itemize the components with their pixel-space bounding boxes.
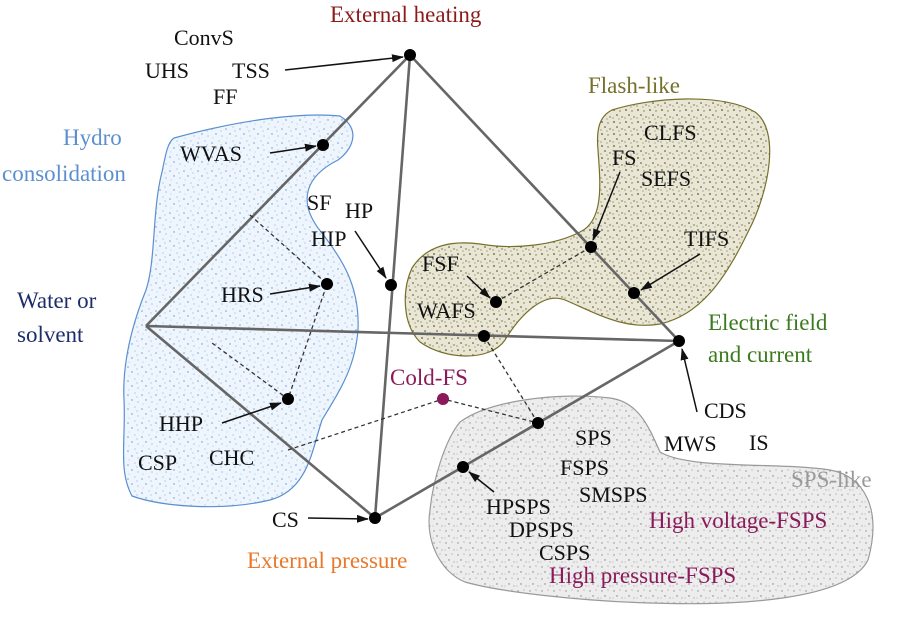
high-pressure-fsps-label: High pressure-FSPS: [549, 563, 736, 588]
external-heating-label: External heating: [330, 2, 482, 27]
sefs-label: SEFS: [641, 166, 691, 191]
fsf-arrow: [466, 275, 491, 299]
tifs-dot: [628, 287, 640, 299]
hhp-arrow: [221, 402, 282, 424]
flash-like-label: Flash-like: [588, 73, 680, 98]
csp-label: CSP: [138, 450, 177, 475]
hydro-consolidation-region: [122, 114, 359, 508]
water-solvent-label-line1: Water or: [17, 288, 97, 313]
chc-label: CHC: [209, 445, 254, 470]
cs-label: CS: [272, 507, 299, 532]
cs-arrow: [307, 514, 369, 523]
edge-water-electric: [145, 324, 680, 343]
is-label: IS: [749, 430, 769, 455]
fs-label: FS: [612, 145, 636, 170]
ff-label: FF: [213, 84, 237, 109]
water-solvent-label-line2: solvent: [17, 322, 84, 347]
csps-label: CSPS: [539, 540, 590, 565]
hrs-dot: [321, 278, 333, 290]
hrs-label: HRS: [221, 282, 264, 307]
fs-arrow: [592, 171, 621, 241]
wvas-label: WVAS: [180, 141, 242, 166]
mws-label: MWS: [664, 431, 717, 456]
sps-like-label: SPS-like: [791, 467, 872, 492]
wvas-dot: [317, 139, 329, 151]
electric-field-label-line1: Electric field: [708, 310, 828, 335]
electric-field-label-line2: and current: [708, 342, 813, 367]
wafs-label: WAFS: [417, 298, 476, 323]
smsps-label: SMSPS: [579, 482, 648, 507]
wvas-arrow: [269, 143, 317, 154]
electric-field-dot: [673, 335, 685, 347]
hip-dot: [385, 279, 397, 291]
wafs-dot: [478, 330, 490, 342]
convs-label: ConvS: [174, 25, 234, 50]
edge-pressure-electric: [374, 339, 680, 520]
dashed-fsf-fs: [495, 246, 592, 303]
hpsps-arrow: [468, 471, 495, 493]
hp-label: HP: [345, 198, 373, 223]
sf-label: SF: [307, 190, 331, 215]
external-pressure-dot: [369, 512, 381, 524]
hrs-arrow: [269, 283, 321, 295]
hpsps-label: HPSPS: [486, 494, 551, 519]
dpsps-label: DPSPS: [509, 517, 574, 542]
tifs-label: TIFS: [684, 226, 729, 251]
external-heating-dot: [404, 49, 416, 61]
cold-fs-dot: [437, 393, 449, 405]
clfs-label: CLFS: [644, 120, 697, 145]
tifs-arrow: [640, 253, 701, 291]
hhp-dot: [282, 393, 294, 405]
fs-dot: [585, 241, 597, 253]
hhp-label: HHP: [159, 411, 203, 436]
cds-arrow: [680, 348, 698, 413]
external-pressure-label: External pressure: [247, 548, 407, 573]
hip-label: HIP: [311, 226, 346, 251]
dashed-wafs-sps: [483, 335, 539, 424]
sps-like-region: [428, 395, 874, 605]
fsf-dot: [490, 296, 502, 308]
edge-water-pressure: [145, 325, 376, 519]
edge-water-heating: [145, 54, 411, 327]
cds-label: CDS: [704, 398, 747, 423]
fsps-label: FSPS: [560, 455, 609, 480]
cold-fs-label: Cold-FS: [390, 365, 468, 390]
tss-label: TSS: [232, 58, 270, 83]
dashed-hydro-path: [211, 214, 328, 401]
hpsps-dot: [457, 461, 469, 473]
high-voltage-fsps-label: High voltage-FSPS: [649, 508, 827, 533]
hip-arrow: [354, 230, 387, 279]
sps-label: SPS: [575, 425, 612, 450]
hydro-label-line2: consolidation: [2, 161, 126, 186]
uhs-label: UHS: [145, 58, 189, 83]
sps-dot: [532, 417, 544, 429]
tss-arrow: [284, 54, 404, 71]
fsf-label: FSF: [422, 251, 459, 276]
hydro-label-line1: Hydro: [63, 125, 122, 150]
